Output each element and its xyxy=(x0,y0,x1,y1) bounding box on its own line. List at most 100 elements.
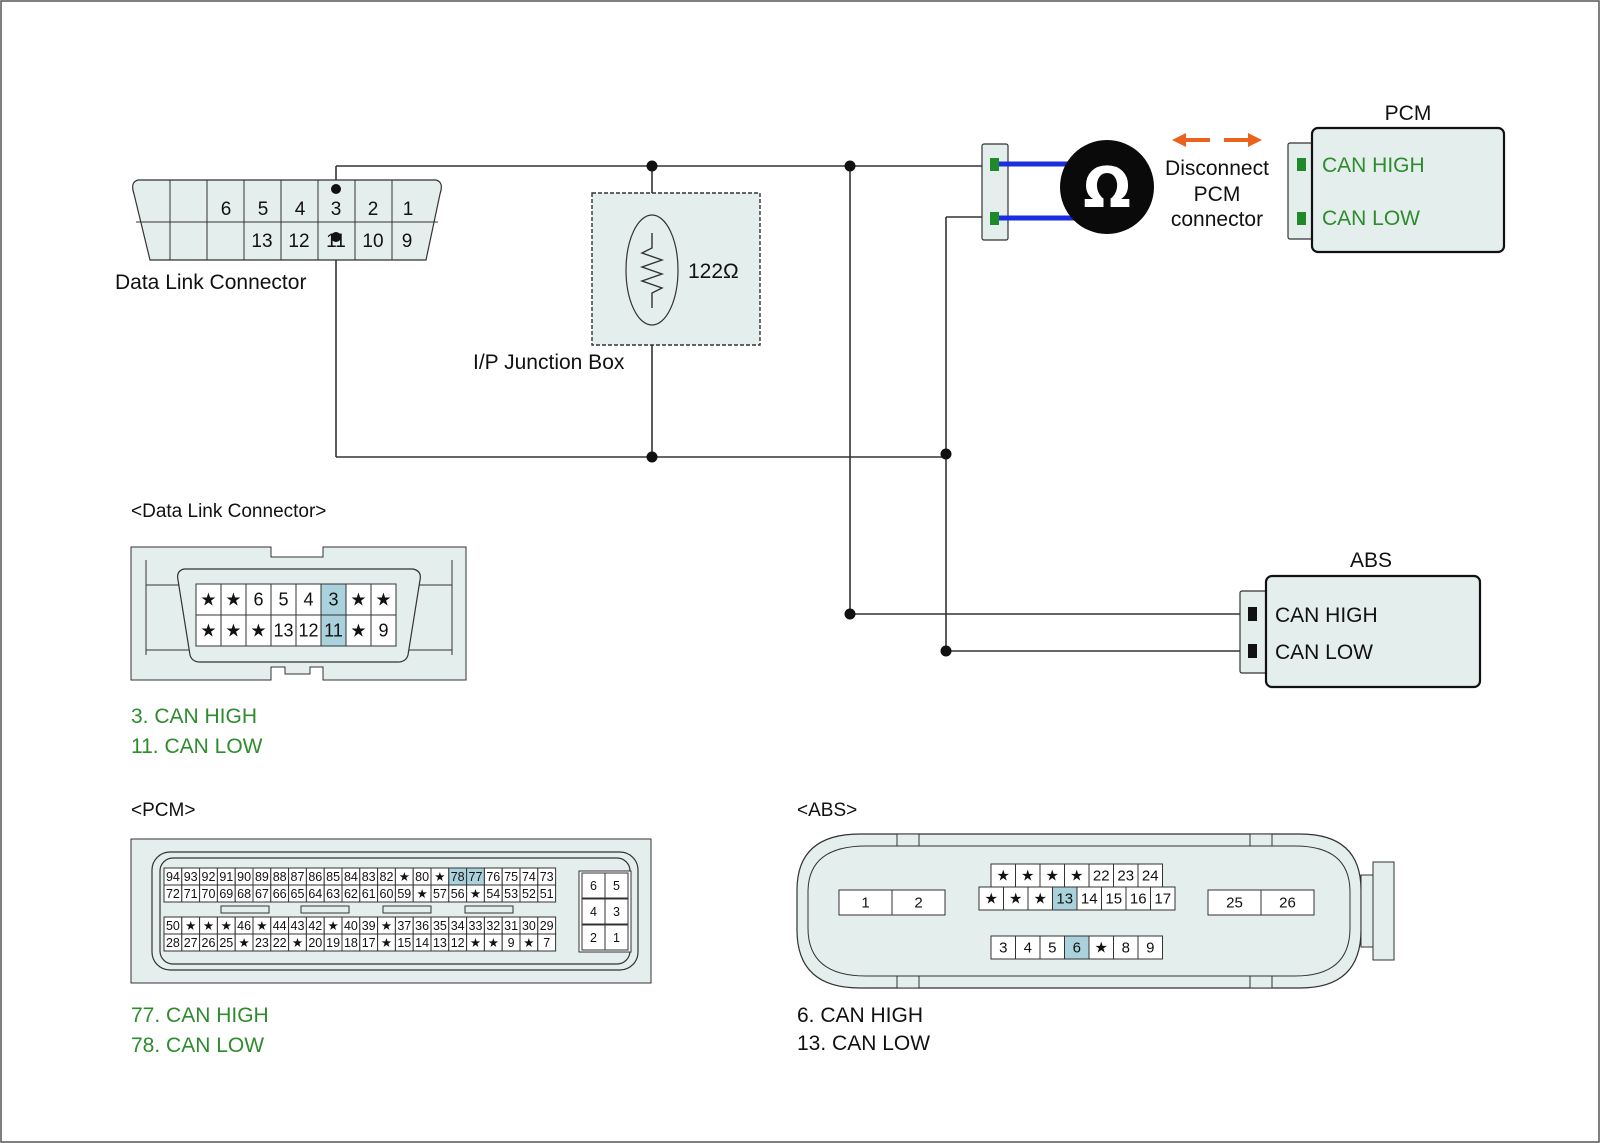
pcm-view-title: <PCM> xyxy=(131,800,195,821)
pin-label: ★ xyxy=(985,891,998,908)
junction-dot xyxy=(646,160,658,172)
pin-cell xyxy=(537,933,557,952)
pin-label: 15 xyxy=(397,936,411,950)
pin-cell xyxy=(604,924,629,951)
disconnect-text: connector xyxy=(1171,208,1263,231)
pin-label: ★ xyxy=(250,621,266,641)
pin-label: 92 xyxy=(202,870,216,884)
dlc-pin: 3 xyxy=(331,199,342,220)
pin-label: 6 xyxy=(590,879,597,893)
pin-cell xyxy=(838,889,893,916)
pin-label: 34 xyxy=(451,919,465,933)
pcm-title: PCM xyxy=(1385,102,1432,125)
pin-label: ★ xyxy=(225,590,241,610)
pcm-legend-line: 78. CAN LOW xyxy=(131,1034,264,1057)
pin-cell xyxy=(295,614,322,647)
pin-label: 16 xyxy=(1130,891,1147,908)
pcm-can-low: CAN LOW xyxy=(1322,207,1420,230)
pin-label: 60 xyxy=(380,887,394,901)
pin-label: 76 xyxy=(486,870,500,884)
pin-label: ★ xyxy=(292,936,303,950)
pin-label: 2 xyxy=(914,895,922,912)
pin-cell xyxy=(1150,886,1176,911)
pin-label: 78 xyxy=(451,870,465,884)
pin-label: 93 xyxy=(184,870,198,884)
pin-cell xyxy=(370,614,397,647)
pin-label: 89 xyxy=(255,870,269,884)
abs-title: ABS xyxy=(1350,549,1392,572)
pin-label: 88 xyxy=(273,870,287,884)
pin-label: 8 xyxy=(1122,940,1130,957)
junction-dot xyxy=(844,160,856,172)
pin-label: ★ xyxy=(375,590,391,610)
pin-cell xyxy=(270,614,297,647)
dlc-connector: 6 5 4 3 2 1 13 12 11 10 9 Data Link Conn… xyxy=(115,179,442,294)
pin-label: ★ xyxy=(221,919,232,933)
pin-label: 5 xyxy=(1048,940,1056,957)
pin-label: 69 xyxy=(219,887,233,901)
pin-label: 25 xyxy=(219,936,233,950)
pin-label: 82 xyxy=(380,870,394,884)
pin-label: 3 xyxy=(999,940,1007,957)
wiring xyxy=(335,160,1248,657)
pin-label: ★ xyxy=(350,621,366,641)
pin-label: ★ xyxy=(1070,868,1083,885)
pin-label: 24 xyxy=(1142,868,1159,885)
dlc-view-title: <Data Link Connector> xyxy=(131,501,326,522)
pin-label: ★ xyxy=(470,887,481,901)
disconnect-arrows-icon xyxy=(1172,133,1262,147)
junction-dot xyxy=(844,608,856,620)
dlc-legend-line: 3. CAN HIGH xyxy=(131,705,257,728)
pin-label: ★ xyxy=(1009,891,1022,908)
pin-label: 75 xyxy=(504,870,518,884)
pin-label: 22 xyxy=(1093,868,1110,885)
pin-label: 6 xyxy=(1073,940,1081,957)
pin-label: 19 xyxy=(326,936,340,950)
abs-can-high: CAN HIGH xyxy=(1275,604,1378,627)
pin-label: 84 xyxy=(344,870,358,884)
pcm-module: PCM CAN HIGH CAN LOW xyxy=(1287,102,1506,254)
pin-cell xyxy=(537,884,557,903)
pin-label: 12 xyxy=(298,621,318,641)
pin-cell xyxy=(604,872,629,899)
pin-label: ★ xyxy=(185,919,196,933)
pin-label: 61 xyxy=(362,887,376,901)
pin-label: ★ xyxy=(488,936,499,950)
pin-label: 56 xyxy=(451,887,465,901)
pin-label: 57 xyxy=(433,887,447,901)
pin-label: 83 xyxy=(362,870,376,884)
pin-label: 17 xyxy=(1154,891,1171,908)
pin-label: 14 xyxy=(415,936,429,950)
pin-label: 30 xyxy=(522,919,536,933)
pin-label: ★ xyxy=(238,936,249,950)
pin-label: 29 xyxy=(540,919,554,933)
pin-label: ★ xyxy=(1021,868,1034,885)
pin-label: 5 xyxy=(278,590,288,610)
pin-label: 71 xyxy=(184,887,198,901)
pin-label: 46 xyxy=(237,919,251,933)
pin-label: 25 xyxy=(1226,895,1243,912)
pin-label: ★ xyxy=(416,887,427,901)
pin-label: ★ xyxy=(203,919,214,933)
pin-label: 12 xyxy=(451,936,465,950)
pin-label: 80 xyxy=(415,870,429,884)
pin-cell xyxy=(891,889,946,916)
pin-label: 52 xyxy=(522,887,536,901)
pin-label: 32 xyxy=(486,919,500,933)
abs-legend-line: 6. CAN HIGH xyxy=(797,1004,923,1027)
pin-label: 3 xyxy=(613,905,620,919)
junction-box: 122Ω I/P Junction Box xyxy=(473,192,761,374)
pin-label: 27 xyxy=(184,936,198,950)
pin-cell xyxy=(1260,889,1315,916)
pin-label: 67 xyxy=(255,887,269,901)
pin-label: 4 xyxy=(590,905,597,919)
dlc-pin: 4 xyxy=(295,199,306,220)
pin-cell xyxy=(370,583,397,616)
dlc-pin: 6 xyxy=(221,199,232,220)
pin-label: 33 xyxy=(469,919,483,933)
pin-label: 37 xyxy=(397,919,411,933)
